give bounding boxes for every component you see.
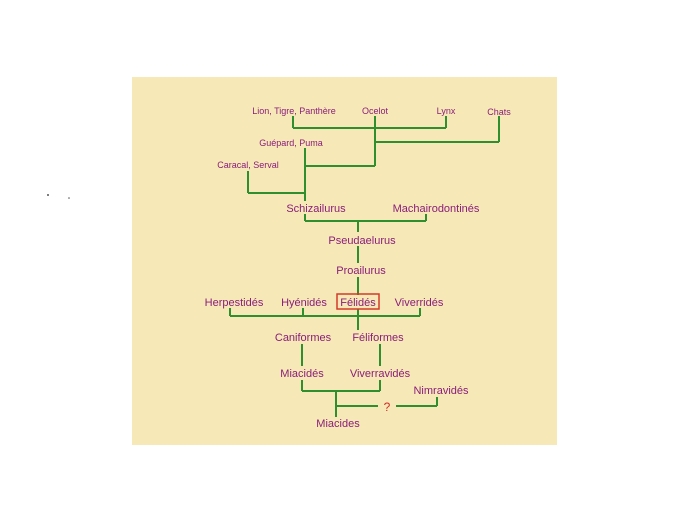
node-unknown-ancestor: ?: [384, 400, 391, 414]
node-lion-tigre-panthere: Lion, Tigre, Panthère: [252, 106, 336, 116]
stray-dot: [68, 197, 70, 199]
node-miacides-root: Miacides: [316, 418, 360, 430]
felides-highlight-box: [336, 293, 380, 310]
node-nimravides: Nimravidés: [413, 385, 469, 397]
node-feliformes: Féliformes: [352, 332, 404, 344]
node-miacides: Miacidés: [280, 368, 324, 380]
node-pseudaelurus: Pseudaelurus: [328, 235, 396, 247]
node-proailurus: Proailurus: [336, 265, 386, 277]
node-chats: Chats: [487, 107, 511, 117]
node-ocelot: Ocelot: [362, 106, 389, 116]
node-guepard-puma: Guépard, Puma: [259, 138, 323, 148]
node-schizailurus: Schizailurus: [286, 203, 346, 215]
node-caracal-serval: Caracal, Serval: [217, 160, 279, 170]
node-machairodontines: Machairodontinés: [393, 203, 480, 215]
node-felides: Félidés: [340, 297, 376, 309]
node-caniformes: Caniformes: [275, 332, 332, 344]
node-lynx: Lynx: [437, 106, 456, 116]
stray-dot: [47, 194, 49, 196]
diagram-background: [132, 77, 557, 445]
node-hyenides: Hyénidés: [281, 297, 327, 309]
node-herpestides: Herpestidés: [205, 297, 264, 309]
node-viverravides: Viverravidés: [350, 368, 411, 380]
node-viverrides: Viverridés: [395, 297, 444, 309]
